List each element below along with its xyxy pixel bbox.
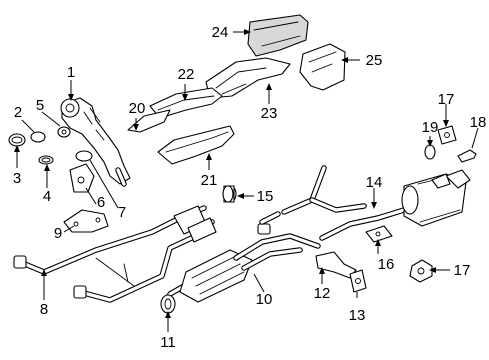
clamp-11 — [160, 294, 176, 314]
callout-16: 16 — [378, 256, 395, 273]
hanger-13 — [349, 269, 367, 293]
damper-19 — [424, 144, 436, 160]
callout-22: 22 — [178, 66, 195, 83]
callout-20: 20 — [129, 100, 146, 117]
callout-8: 8 — [40, 301, 48, 318]
hanger-17-lower — [409, 259, 433, 283]
leader-arrowheads — [14, 29, 449, 318]
callout-15: 15 — [257, 188, 274, 205]
heat-shield-25 — [299, 43, 346, 91]
callout-9: 9 — [54, 225, 62, 242]
clamp-2 — [30, 131, 46, 143]
heat-shield-23 — [205, 57, 291, 99]
callout-2: 2 — [14, 104, 22, 121]
callout-17-upper: 17 — [438, 91, 455, 108]
pipe-section-sleeve — [259, 211, 281, 225]
heat-shield-20 — [127, 109, 171, 133]
callout-labels: 1 2 3 4 5 6 7 8 9 10 11 12 13 14 15 16 1… — [13, 24, 487, 351]
bracket-6 — [69, 163, 95, 193]
callout-5: 5 — [36, 97, 44, 114]
callout-14: 14 — [366, 174, 383, 191]
clamp-3 — [8, 133, 26, 147]
catalytic-converter-1 — [60, 97, 131, 187]
heat-shield-21 — [157, 125, 235, 165]
callout-4: 4 — [43, 188, 51, 205]
center-muffler-10 — [167, 223, 321, 303]
callout-11: 11 — [160, 334, 176, 351]
bracket-9 — [63, 209, 109, 233]
callout-7: 7 — [118, 204, 126, 221]
callout-3: 3 — [13, 170, 21, 187]
bracket-16 — [365, 225, 393, 243]
callout-23: 23 — [261, 105, 278, 122]
callout-19: 19 — [422, 119, 439, 136]
callout-13: 13 — [349, 307, 366, 324]
callout-25: 25 — [366, 52, 383, 69]
clamp-7 — [75, 150, 93, 162]
callout-24: 24 — [212, 24, 229, 41]
heat-shield-24 — [247, 14, 309, 57]
hanger-17-upper — [437, 125, 457, 145]
sleeve-15 — [222, 185, 237, 203]
rear-muffler — [401, 169, 471, 227]
callout-6: 6 — [97, 194, 105, 211]
callout-1: 1 — [67, 64, 75, 81]
intermediate-pipe-14 — [281, 165, 407, 241]
callout-21: 21 — [201, 172, 218, 189]
bracket-18 — [457, 149, 477, 163]
callout-17-lower: 17 — [454, 262, 471, 279]
clamp-5 — [57, 126, 71, 138]
front-pipe-8 — [13, 205, 217, 303]
callout-18: 18 — [470, 114, 487, 131]
gasket-4 — [38, 155, 54, 165]
callout-10: 10 — [256, 291, 273, 308]
callout-12: 12 — [314, 285, 331, 302]
